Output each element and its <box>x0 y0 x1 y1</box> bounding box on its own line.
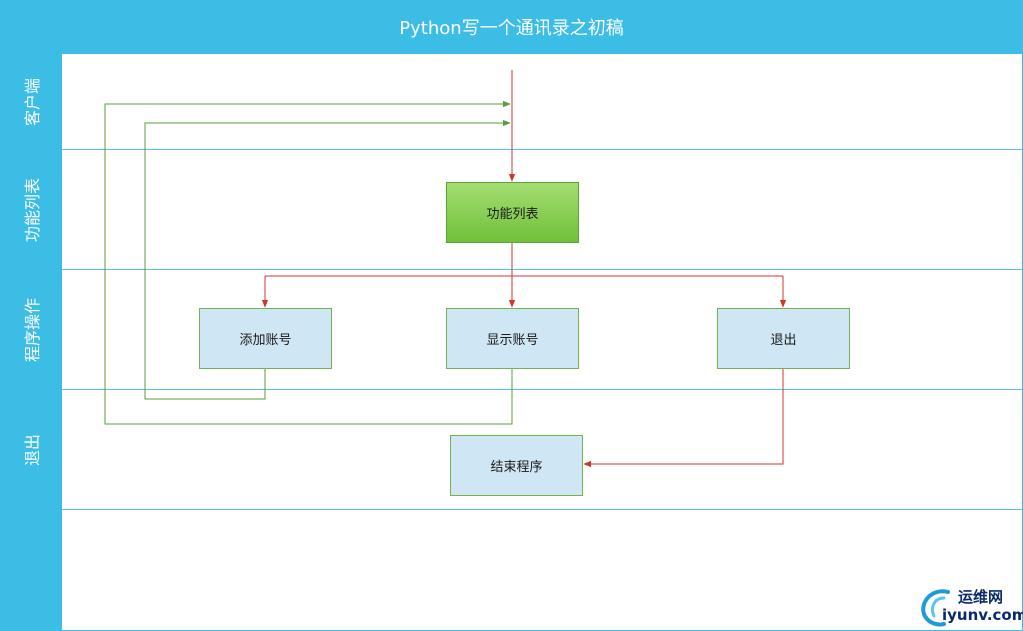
node-function-list: 功能列表 <box>446 182 579 243</box>
diagram-title-text: Python写一个通讯录之初稿 <box>399 18 624 39</box>
node-show-account: 显示账号 <box>446 308 579 369</box>
arrow-show-account-loop-back <box>104 100 513 425</box>
lane-divider <box>62 149 1022 150</box>
diagram-title: Python写一个通讯录之初稿 <box>0 0 1023 54</box>
arrow-exit-to-end-program <box>583 368 784 468</box>
lane-header-column <box>0 54 62 631</box>
watermark-logo: 运维网 iyunv.com <box>918 584 1023 628</box>
lane-divider <box>62 389 1022 390</box>
node-end-program: 结束程序 <box>450 435 583 496</box>
logo-swirl-icon <box>921 589 950 627</box>
lane-divider <box>62 269 1022 270</box>
logo-domain: iyunv.com <box>942 606 1023 624</box>
logo-name: 运维网 <box>958 588 1004 606</box>
arrow-add-account-loop-back <box>144 119 511 400</box>
node-add-account: 添加账号 <box>199 308 332 369</box>
node-exit: 退出 <box>717 308 850 369</box>
lane-divider <box>62 509 1022 510</box>
